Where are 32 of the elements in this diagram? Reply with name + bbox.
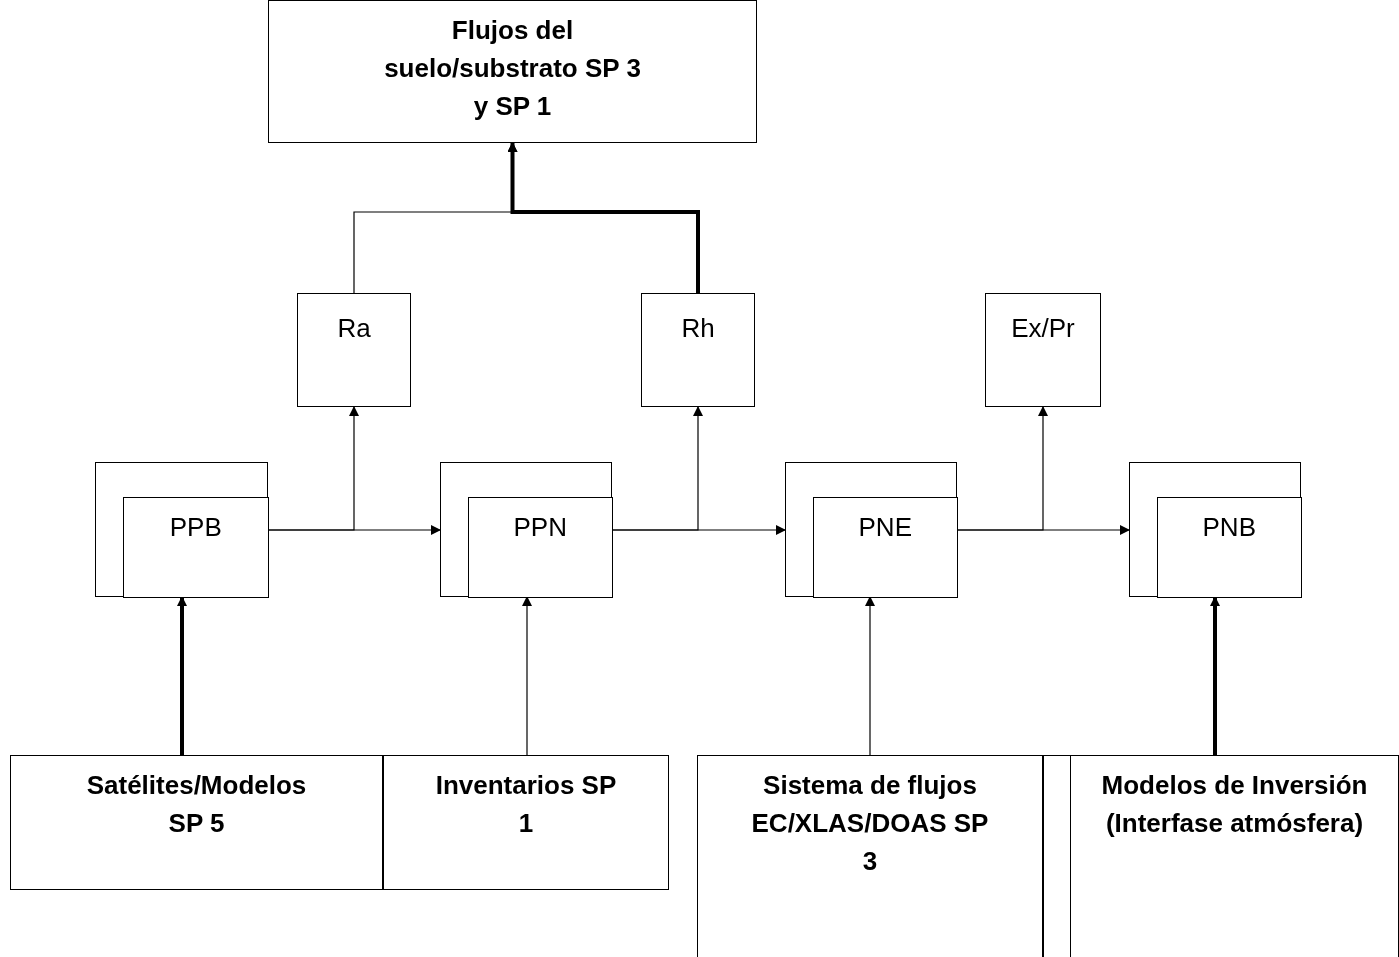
process-box xyxy=(641,293,755,407)
box-label: Satélites/Modelos SP 5 xyxy=(85,769,308,840)
stacked-box xyxy=(440,462,612,597)
title-box xyxy=(268,0,757,143)
box-label: Modelos de Inversión (Interfase atmósfera) xyxy=(1100,769,1369,840)
box-label: Flujos del suelo/substrato SP 3 y SP 1 xyxy=(383,14,642,123)
source-box xyxy=(10,755,383,890)
box-label: Ex/Pr xyxy=(1010,312,1076,345)
arrow xyxy=(267,406,359,531)
arrow xyxy=(865,596,875,756)
arrow xyxy=(611,406,703,531)
stacked-box xyxy=(1129,462,1301,597)
box-label: Inventarios SP 1 xyxy=(434,769,618,840)
box-label: PNB xyxy=(1201,511,1257,544)
stacked-box xyxy=(95,462,268,597)
source-box xyxy=(1070,755,1399,957)
arrow xyxy=(522,596,532,756)
box-label: Ra xyxy=(336,312,372,345)
box-label: PPN xyxy=(512,511,568,544)
box-label: Sistema de flujos EC/XLAS/DOAS SP 3 xyxy=(750,769,990,878)
source-box xyxy=(697,755,1043,957)
arrow xyxy=(177,596,187,755)
arrow xyxy=(507,142,700,293)
arrow xyxy=(1210,596,1220,755)
source-box xyxy=(383,755,669,890)
box-label: Rh xyxy=(680,312,716,345)
process-box xyxy=(297,293,411,407)
stacked-box xyxy=(785,462,957,597)
process-box xyxy=(985,293,1101,407)
arrow xyxy=(956,406,1048,531)
box-label: PNE xyxy=(857,511,913,544)
box-label: PPB xyxy=(168,511,223,544)
